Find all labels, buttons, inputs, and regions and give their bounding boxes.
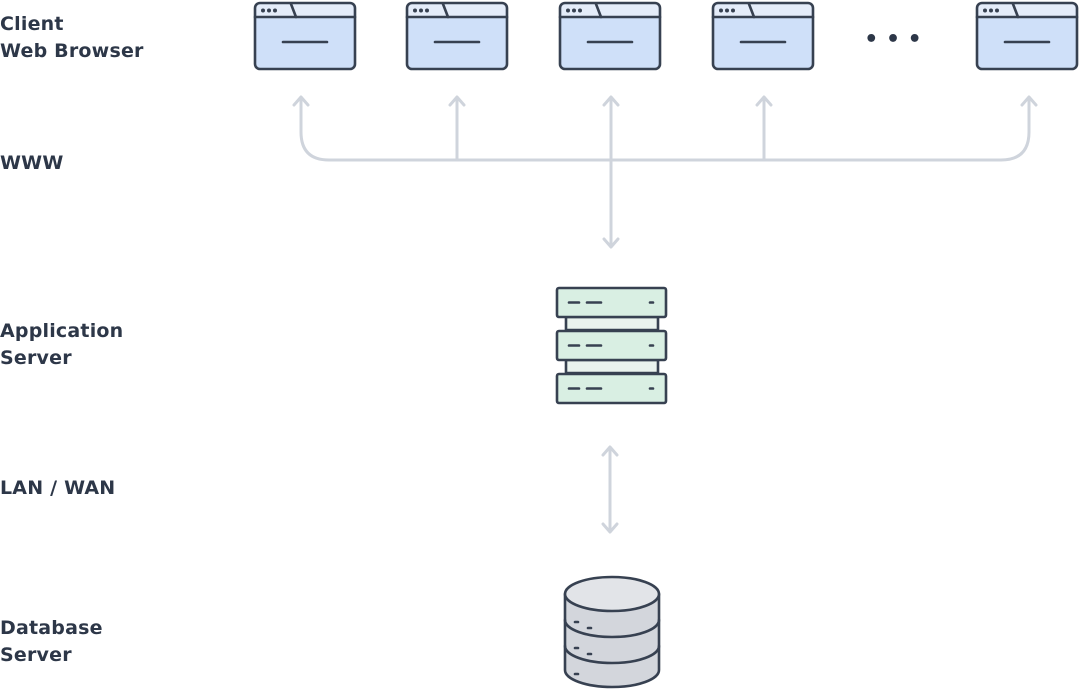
label-client-line1: Client [0,13,64,35]
up-arrow-icon [448,95,466,107]
label-www: WWW [0,152,63,174]
up-arrow-icon [1020,95,1038,107]
www-bus-line [299,97,1031,162]
label-db-line2: Server [0,644,72,666]
label-app-line2: Server [0,347,72,369]
browser-window-icon [405,1,509,71]
server-unit [555,329,668,362]
label-lan-wan: LAN / WAN [0,477,115,499]
server-unit [555,286,668,319]
browser-window-icon [558,1,662,71]
label-app-line1: Application [0,320,123,342]
server-unit [555,372,668,405]
up-arrow-icon [602,95,620,107]
browser-window-icon [711,1,815,71]
www-connector [292,95,1038,249]
label-db-line1: Database [0,617,103,639]
double-arrow-icon [601,445,619,457]
browser-window-icon [253,1,357,71]
server-rack-icon [555,286,668,405]
label-client-line2: Web Browser [0,40,144,62]
database-cylinder-icon [563,575,661,689]
up-arrow-icon [755,95,773,107]
browser-window-icon [975,1,1079,71]
down-arrow-icon [602,237,620,249]
double-arrow-icon [601,522,619,534]
lan-connector [601,445,619,534]
more-browsers-ellipsis: • • • [864,27,922,52]
up-arrow-icon [292,95,310,107]
